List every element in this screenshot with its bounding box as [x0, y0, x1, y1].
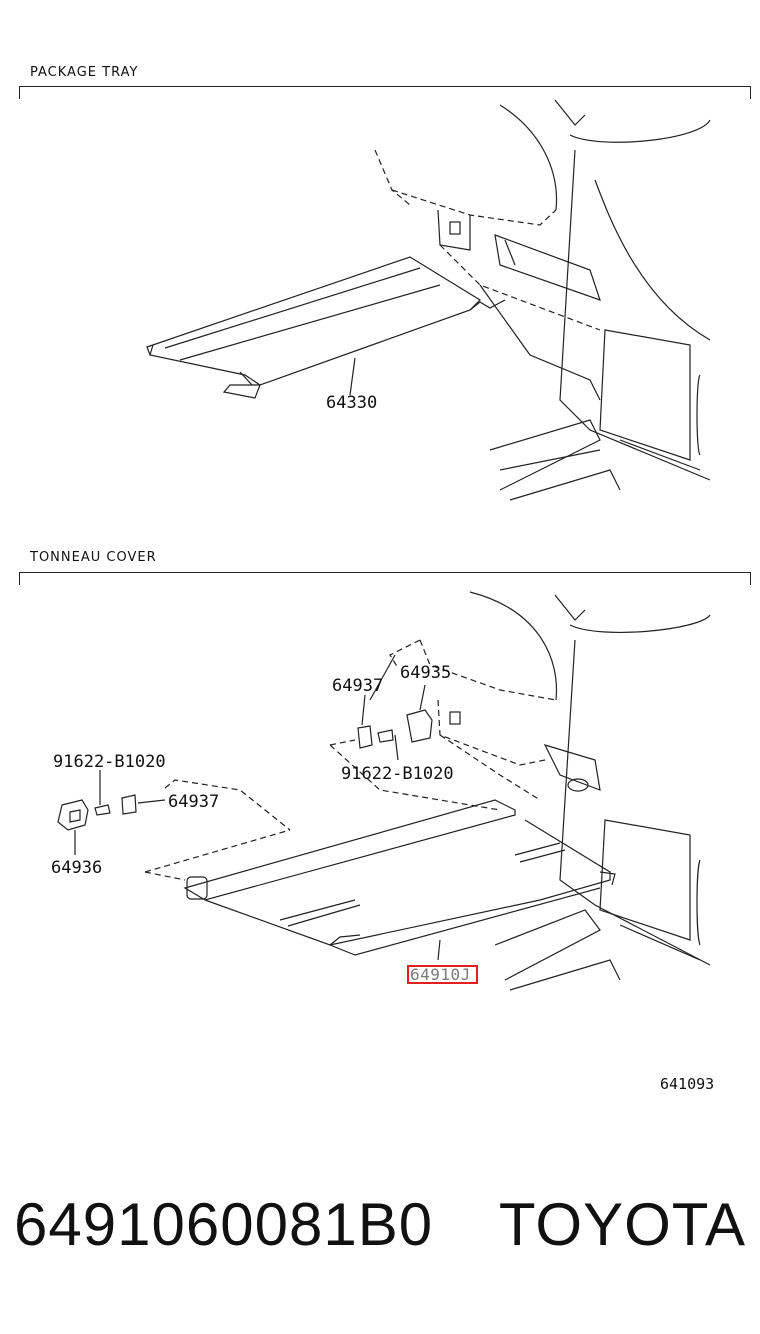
- label-cover-assembly[interactable]: 64910J: [410, 965, 471, 984]
- tonneau-left-hardware: [57, 770, 291, 855]
- footer-brand: TOYOTA: [498, 1191, 746, 1258]
- section-title-tonneau-cover: TONNEAU COVER: [30, 550, 157, 565]
- label-clip-left: 64937: [168, 792, 219, 812]
- section-title-package-tray: PACKAGE TRAY: [30, 65, 139, 80]
- label-bracket-left-upper: 64937: [332, 676, 383, 696]
- label-bracket-right-upper: 64935: [400, 663, 451, 683]
- package-tray-panel: [146, 256, 506, 399]
- tonneau-upper-hardware: [357, 654, 433, 761]
- section-bracket-package-tray: [19, 86, 751, 99]
- package-tray-body-outline: [374, 99, 711, 501]
- label-64330: 64330: [326, 393, 377, 413]
- section-bracket-tonneau-cover: [19, 572, 751, 585]
- label-screw-left: 91622-B1020: [53, 752, 166, 772]
- footer: 6491060081B0 TOYOTA: [14, 1190, 746, 1259]
- label-screw-upper: 91622-B1020: [341, 764, 454, 784]
- tonneau-body-outline: [329, 591, 711, 991]
- label-holder-left: 64936: [51, 858, 102, 878]
- diagram-reference-code: 641093: [660, 1075, 715, 1093]
- tonneau-cover-assembly: [144, 799, 616, 961]
- footer-part-number: 6491060081B0: [14, 1191, 434, 1258]
- highlight-box-64910j[interactable]: [407, 965, 478, 984]
